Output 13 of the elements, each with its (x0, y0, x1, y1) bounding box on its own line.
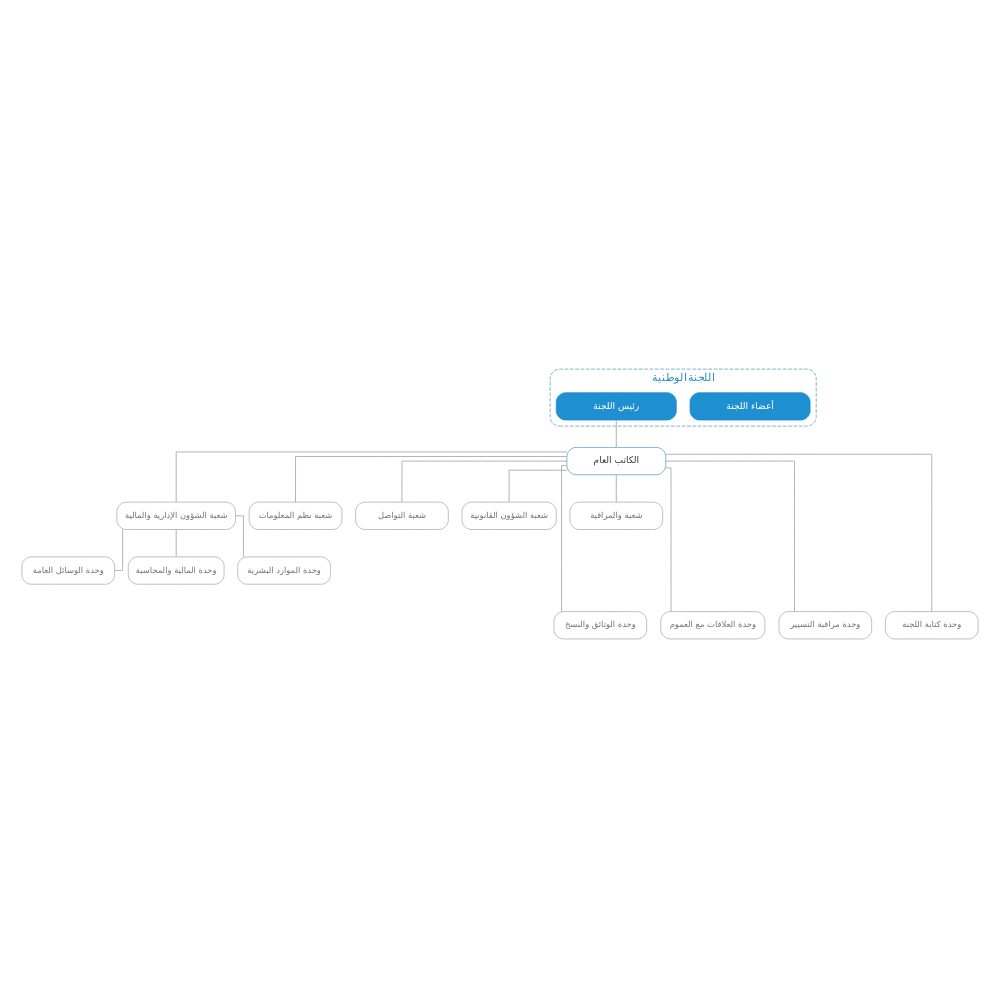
connector (401, 459, 568, 502)
connector (508, 468, 568, 502)
connector (114, 528, 123, 570)
connector (665, 459, 795, 611)
connector (615, 418, 617, 447)
connector (615, 473, 617, 502)
connector (665, 466, 672, 611)
connector (175, 528, 177, 556)
connector (295, 455, 568, 502)
connector (175, 450, 568, 502)
connector (235, 514, 244, 557)
connector (665, 452, 933, 611)
connector (561, 464, 568, 611)
